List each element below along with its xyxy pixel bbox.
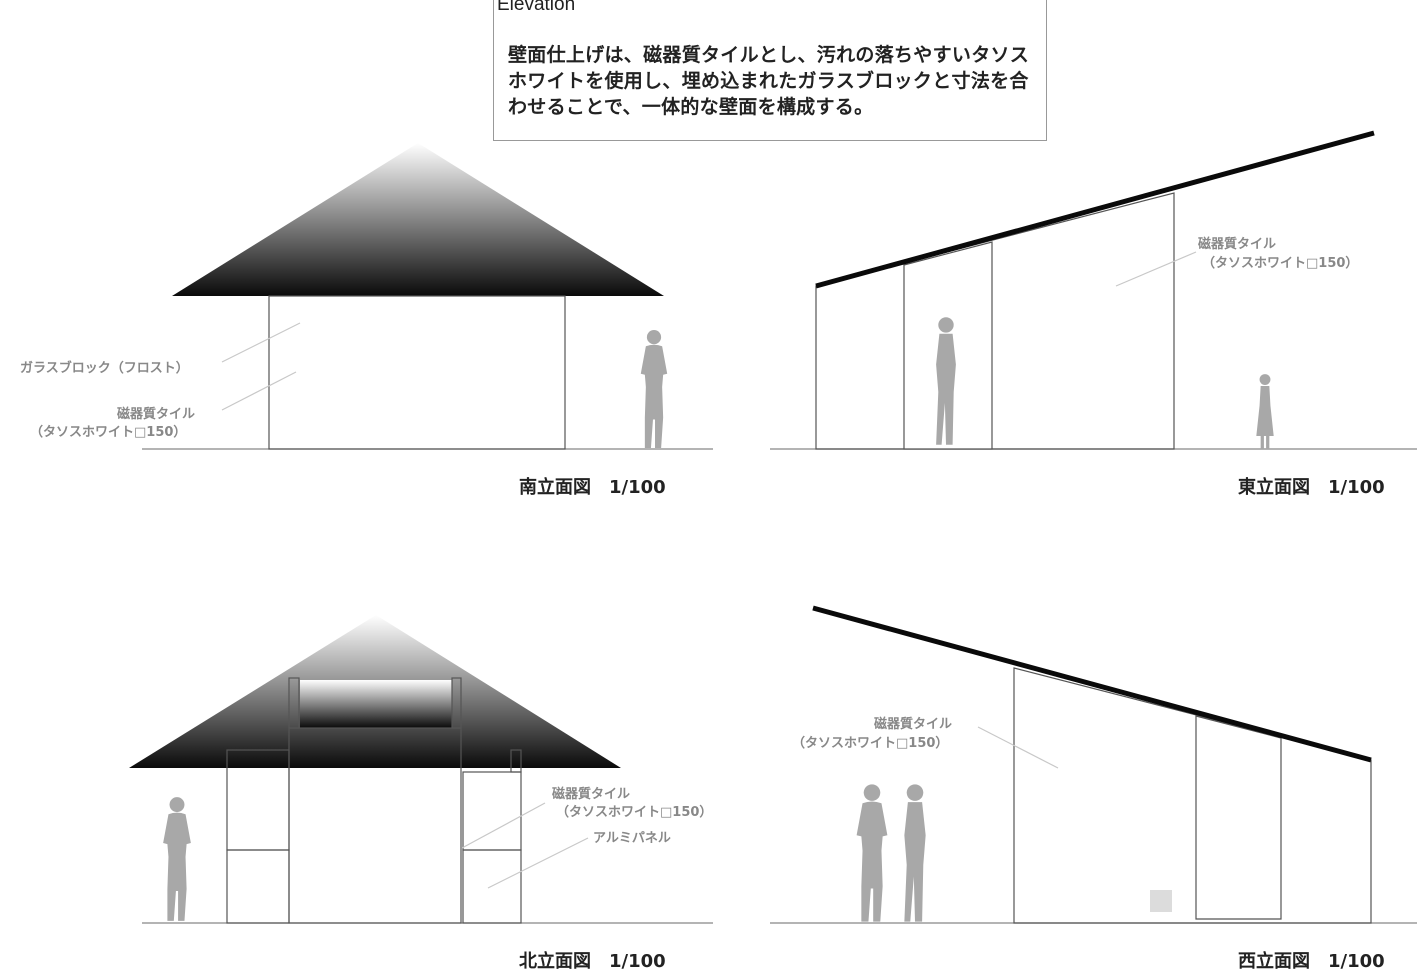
note-box: [493, 0, 1047, 141]
south-elevation: ガラスブロック（フロスト） 磁器質タイル （タソスホワイト□150） 南立面図 …: [20, 143, 713, 498]
child-figure: [1256, 374, 1274, 449]
page-title: Elevation: [497, 0, 576, 15]
north-elevation: 磁器質タイル （タソスホワイト□150） アルミパネル 北立面図 1/100: [129, 615, 713, 972]
leader-line: [221, 371, 297, 411]
tile-spec-label: （タソスホワイト□150）: [792, 735, 948, 751]
leader-line: [487, 837, 589, 889]
tile-label: 磁器質タイル: [117, 406, 195, 422]
west-elevation: 磁器質タイル （タソスホワイト□150） 西立面図 1/100: [770, 605, 1417, 972]
person-figure: [163, 797, 191, 921]
tile-label: 磁器質タイル: [1198, 236, 1276, 252]
tiled-wall: [462, 771, 522, 851]
tiled-wall: [288, 727, 462, 924]
aluminum-panel-label: アルミパネル: [593, 831, 671, 846]
west-elevation-title: 西立面図 1/100: [1238, 950, 1385, 972]
leader-line: [221, 322, 301, 363]
note-text: 壁面仕上げは、磁器質タイルとし、汚れの落ちやすいタソスホワイトを使用し、埋め込ま…: [508, 44, 1030, 118]
tile-label: 磁器質タイル: [874, 716, 952, 732]
fin-wall: [288, 677, 300, 729]
shed-roof: [812, 605, 1372, 763]
glass-block-label: ガラスブロック（フロスト）: [20, 360, 189, 376]
leader-line: [461, 802, 546, 849]
fin-wall: [510, 749, 522, 773]
clerestory-panel: [300, 680, 452, 728]
tile-spec-label: （タソスホワイト□150）: [556, 804, 712, 820]
gable-roof: [172, 143, 664, 296]
aluminum-panel: [462, 849, 522, 924]
shed-roof: [815, 130, 1375, 289]
tile-spec-label: （タソスホワイト□150）: [30, 424, 186, 440]
east-elevation: 磁器質タイル （タソスホワイト□150） 東立面図 1/100: [770, 130, 1417, 498]
tiled-wall: [1013, 667, 1372, 924]
person-figure: [856, 784, 888, 922]
small-panel: [1150, 890, 1172, 912]
tiled-wall: [815, 192, 1175, 450]
tile-label: 磁器質タイル: [552, 786, 630, 802]
fin-wall: [451, 677, 462, 729]
east-elevation-title: 東立面図 1/100: [1238, 476, 1385, 498]
tiled-wall: [268, 295, 566, 450]
north-elevation-title: 北立面図 1/100: [519, 950, 666, 972]
south-elevation-title: 南立面図 1/100: [519, 476, 666, 498]
leader-line: [1115, 251, 1197, 287]
aluminum-panel: [226, 849, 290, 924]
person-figure: [904, 784, 926, 922]
leader-line: [977, 726, 1059, 769]
opening: [1195, 715, 1282, 920]
tile-spec-label: （タソスホワイト□150）: [1202, 255, 1358, 271]
person-figure: [640, 330, 668, 448]
